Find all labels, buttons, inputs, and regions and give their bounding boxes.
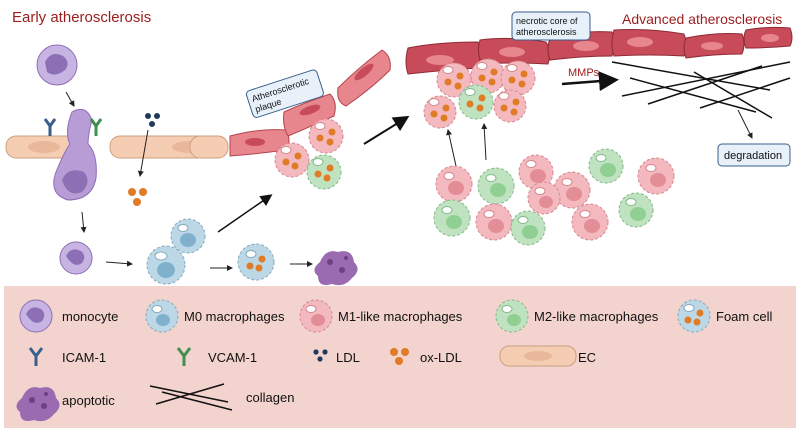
legend-ldl-label: LDL [336,350,360,365]
necrotic-label-line1: necrotic core of [516,16,578,26]
legend-panel [4,286,796,428]
arrow-to-plaque [217,194,273,233]
arrow-monocyte-to-m0 [105,260,133,267]
apoptotic-cell-early [314,251,358,286]
legend-foam-label: Foam cell [716,309,772,324]
legend-m2-label: M2-like macrophages [534,309,659,324]
m2-foam-plaque [306,154,342,190]
legend-vcam: VCAM-1 [176,347,257,366]
vcam-receptor-early [89,118,103,136]
ec-layer-early [5,135,229,159]
plaque-endothelium [229,49,391,157]
arrow-monocyte-down [65,91,75,107]
macrophage-cluster-advanced [433,148,675,246]
m0-macrophage-1 [146,245,186,285]
legend-apoptotic-label: apoptotic [62,393,115,408]
arrow-up-1 [446,129,457,167]
legend-m1: M1-like macrophages [299,299,463,333]
title-advanced: Advanced atherosclerosis [622,11,782,27]
ldl-particles [145,113,160,127]
legend-monocyte: monocyte [19,299,118,333]
collagen-fibers [611,61,791,119]
arrow-to-degradation [737,109,753,139]
legend-icam-label: ICAM-1 [62,350,106,365]
icam-receptor-early [43,118,57,136]
degradation-label: degradation [724,150,782,162]
necrotic-label-line2: atherosclerosis [516,27,577,37]
legend-ec: EC [499,345,596,367]
title-early: Early atherosclerosis [12,9,151,26]
legend-foam: Foam cell [677,299,772,333]
necrotic-core-label-box: necrotic core of atherosclerosis [511,11,591,41]
legend-collagen-label: collagen [246,390,294,405]
legend-oxldl: ox-LDL [390,348,462,365]
oxldl-particles [128,188,147,206]
legend-oxldl-label: ox-LDL [420,350,462,365]
mmps-label: MMPs [568,67,600,79]
legend-ldl: LDL [313,349,360,365]
legend-monocyte-label: monocyte [62,309,118,324]
legend-vcam-label: VCAM-1 [208,350,257,365]
m1-foam-plaque-1 [274,142,310,178]
foam-cell-early [237,243,275,281]
arrow-plaque-to-advanced [363,115,410,145]
legend-m1-label: M1-like macrophages [338,309,463,324]
monocyte-cell-top [36,44,78,86]
legend-icam: ICAM-1 [28,347,106,366]
arrow-up-2 [481,123,488,161]
legend-apoptotic: apoptotic [16,387,115,422]
degradation-box: degradation [717,143,791,167]
m1-foam-plaque-2 [308,118,344,154]
legend-collagen: collagen [149,383,294,411]
m0-macrophage-2 [170,218,206,254]
legend-m2: M2-like macrophages [495,299,659,333]
legend-m0: M0 macrophages [145,299,285,333]
monocyte-cell-bottom [59,241,93,275]
plaque-cells [274,118,344,190]
arrow-mmps [561,71,619,92]
arrow-ldl-to-oxldl [137,129,149,177]
arrow-to-monocyte-bottom [80,211,87,233]
monocyte-transmigrating [53,108,97,201]
advanced-endothelium [405,26,793,75]
necrotic-core-cells [423,58,536,129]
legend-m0-label: M0 macrophages [184,309,285,324]
legend-ec-label: EC [578,350,596,365]
